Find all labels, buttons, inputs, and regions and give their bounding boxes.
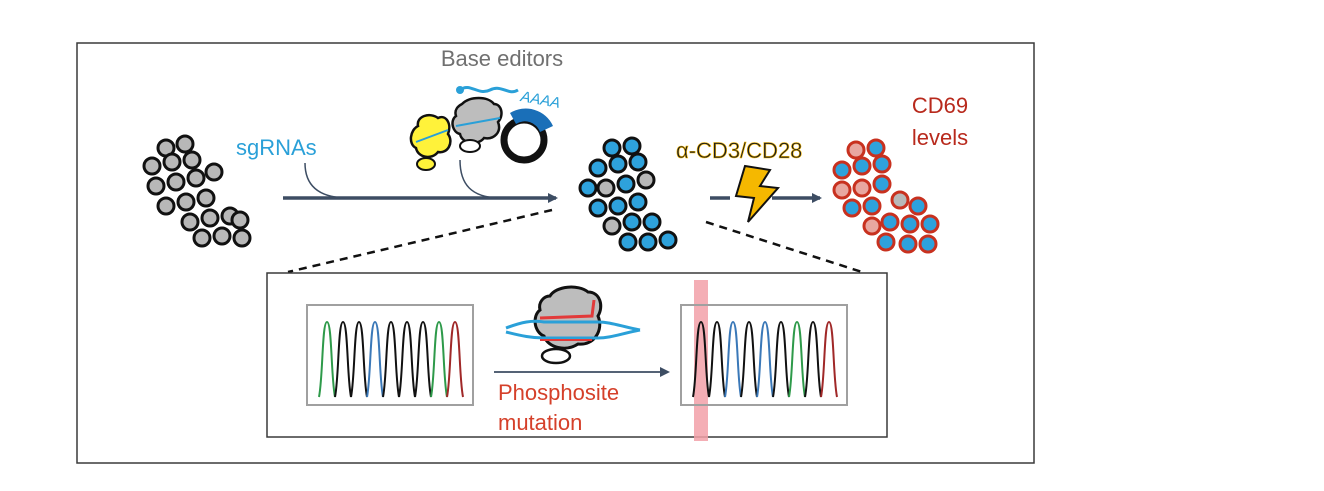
plasmid-icon [500,108,553,164]
mrna-icon [456,85,519,94]
chromatogram-peak [804,320,822,398]
chromatogram-peak [820,320,838,398]
stimulation-label: α-CD3/CD28 [676,138,802,163]
chromatogram-peak [318,320,336,398]
chromatogram-after-frame [680,304,848,406]
chromatogram-peak [724,320,742,398]
stimulated-cell-cluster [832,138,940,254]
sgrna-feed-line [304,162,346,199]
sgrnas-label: sgRNAs [236,135,317,160]
unedited-cell-cluster [142,134,252,248]
polya-label: AAAA [518,88,561,112]
base-editor-complex-icon [451,96,503,153]
chromatogram-after [692,320,838,398]
chromatogram-peak [740,320,758,398]
chromatogram-peak [382,320,400,398]
chromatogram-before [318,320,464,398]
chromatogram-peak [414,320,432,398]
cd69-label: CD69 [912,93,968,118]
editor-feed-line [459,159,499,199]
chromatogram-peak [334,320,352,398]
chromatogram-peak [430,320,448,398]
chromatogram-peak [446,320,464,398]
chromatogram-peak [756,320,774,398]
base-editor-on-dna-icon [505,285,641,365]
edited-cell-cluster [578,136,678,252]
chromatogram-peak [772,320,790,398]
chromatogram-peak [398,320,416,398]
chromatogram-peak [788,320,806,398]
chromatogram-peak [366,320,384,398]
protein-icon [409,114,452,171]
chromatogram-peak [692,320,710,398]
chromatogram-peak [350,320,368,398]
chromatogram-peak [708,320,726,398]
cd69-levels-label: levels [912,125,968,150]
base-editors-label: Base editors [441,46,563,71]
phosphosite-label: Phosphosite [498,380,619,405]
mutation-label: mutation [498,410,582,435]
lightning-icon [734,164,781,223]
mutation-site-highlight [694,280,708,441]
zoom-line-left [287,208,553,274]
